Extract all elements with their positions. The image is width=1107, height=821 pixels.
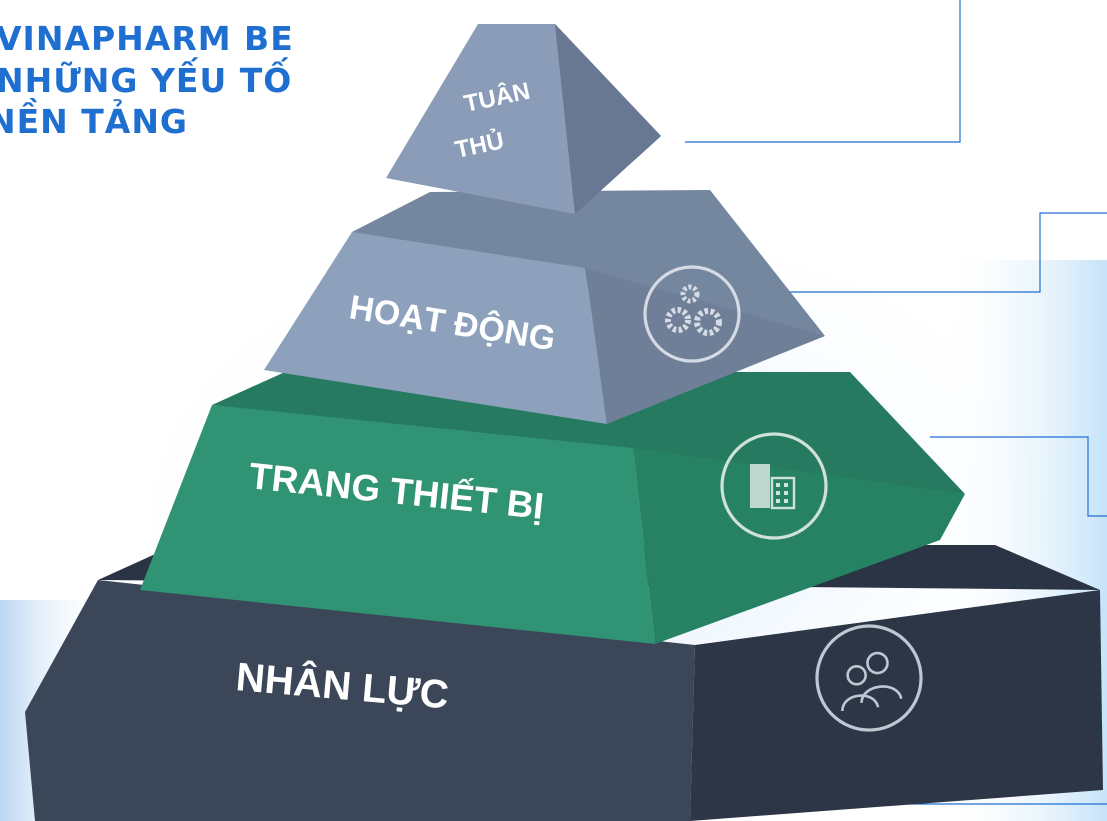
tier-tuan-thu: TUÂN THỦ — [386, 24, 661, 214]
tier-tuan-thu-right-face — [555, 24, 661, 214]
tier-trang-thiet-bi-front-face — [140, 405, 655, 644]
tier-tuan-thu-front-face — [386, 24, 575, 214]
gears-icon — [643, 265, 741, 363]
connector-line-3 — [930, 436, 1107, 517]
people-icon — [815, 624, 923, 732]
heading-line-1: VINAPHARM BE — [0, 19, 294, 58]
connector-line-1 — [685, 0, 961, 143]
building-icon — [720, 432, 828, 540]
tier-trang-thiet-bi: TRANG THIẾT BỊ — [140, 372, 965, 644]
slide-heading: VINAPHARM BE NHỮNG YẾU TỐ NỀN TẢNG — [0, 18, 294, 143]
connector-line-2 — [790, 212, 1107, 293]
tier-trang-thiet-bi-right-face — [633, 448, 965, 644]
heading-line-3: NỀN TẢNG — [0, 102, 189, 142]
tier-trang-thiet-bi-top-face — [212, 372, 965, 494]
tier-hoat-dong: HOẠT ĐỘNG — [264, 190, 825, 424]
tier-nhan-luc-front-face — [25, 580, 695, 821]
heading-line-2: NHỮNG YẾU TỐ — [0, 60, 293, 100]
tier-hoat-dong-top-face — [352, 190, 825, 336]
tier-nhan-luc-right-face — [690, 590, 1103, 821]
tier-hoat-dong-front-face — [264, 232, 607, 424]
